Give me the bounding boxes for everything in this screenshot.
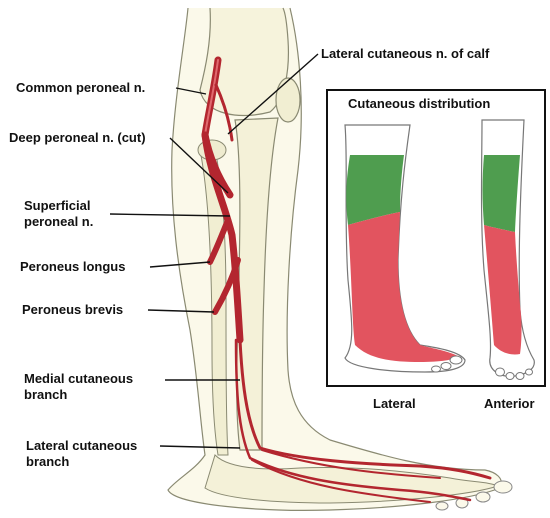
label-deep-peroneal: Deep peroneal n. (cut) bbox=[9, 130, 146, 145]
inset-view-lateral: Lateral bbox=[373, 396, 416, 411]
label-medial-cutaneous-2: branch bbox=[24, 387, 67, 402]
inset-view-anterior: Anterior bbox=[484, 396, 535, 411]
label-lateral-cutaneous-calf: Lateral cutaneous n. of calf bbox=[321, 46, 489, 61]
toe bbox=[436, 502, 448, 510]
label-superficial-2: peroneal n. bbox=[24, 214, 93, 229]
patella bbox=[276, 78, 300, 122]
inset-title: Cutaneous distribution bbox=[348, 96, 490, 111]
label-superficial-1: Superficial bbox=[24, 198, 90, 213]
label-lateral-cutaneous-2: branch bbox=[26, 454, 69, 469]
label-medial-cutaneous-1: Medial cutaneous bbox=[24, 371, 133, 386]
label-peroneus-longus: Peroneus longus bbox=[20, 259, 125, 274]
toe bbox=[494, 481, 512, 493]
inset-frame bbox=[326, 89, 546, 387]
toe bbox=[476, 492, 490, 502]
label-peroneus-brevis: Peroneus brevis bbox=[22, 302, 123, 317]
label-lateral-cutaneous-1: Lateral cutaneous bbox=[26, 438, 137, 453]
label-common-peroneal: Common peroneal n. bbox=[16, 80, 145, 95]
